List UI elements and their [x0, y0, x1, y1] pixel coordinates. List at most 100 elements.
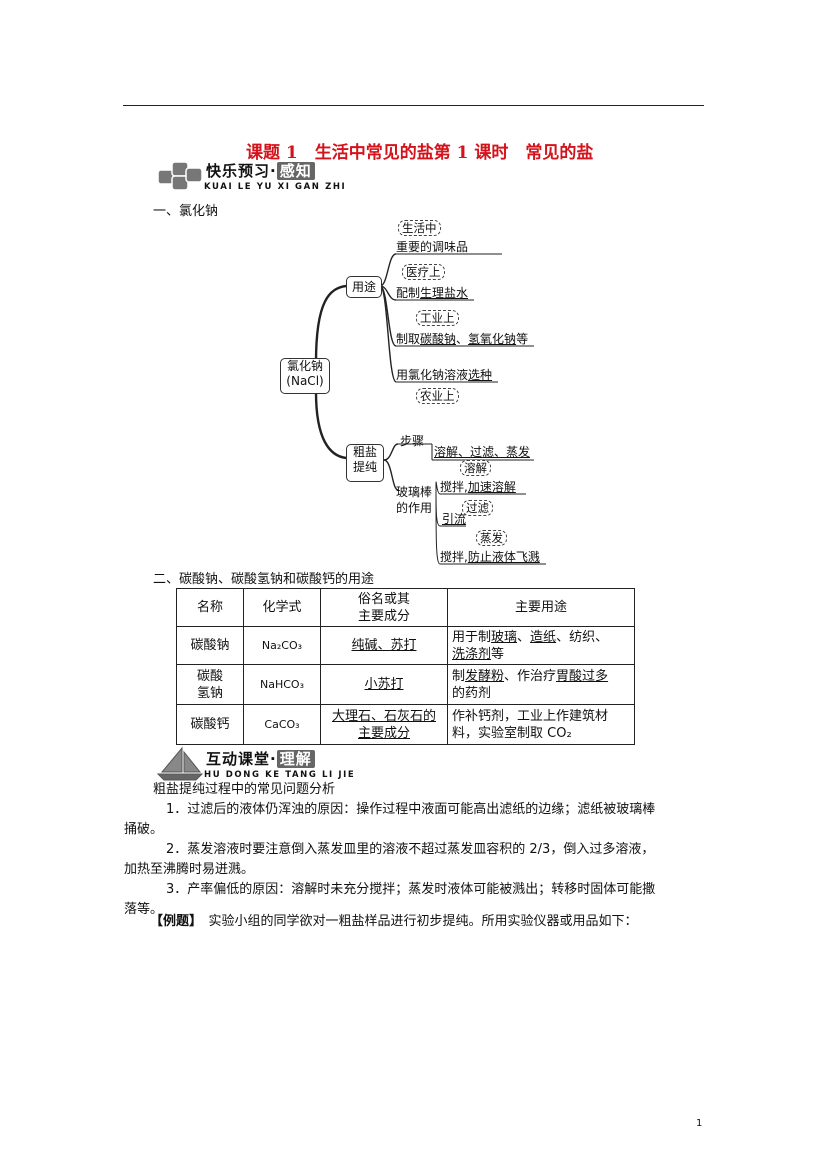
example: 【例题】 实验小组的同学欲对一粗盐样品进行初步提纯。所用实验仪器或用品如下： — [150, 912, 638, 932]
example-text: 实验小组的同学欲对一粗盐样品进行初步提纯。所用实验仪器或用品如下： — [208, 914, 638, 929]
rod-dissolve-answer: 加速溶解 — [467, 480, 516, 494]
carbonates-table: 名称 化学式 俗名或其 主要成分 主要用途 碳酸钠 Na₂CO₃ 纯碱、苏打 用… — [176, 588, 635, 745]
banner-pinyin: HU DONG KE TANG LI JIE — [204, 770, 356, 780]
puzzle-icon — [157, 161, 203, 191]
purify-label-2: 提纯 — [352, 460, 377, 474]
rod-evaporate-pre: 搅拌, — [440, 550, 468, 564]
rod-evaporate-answer: 防止液体飞溅 — [467, 550, 540, 564]
use-answer: 发酵粉 — [465, 668, 505, 684]
rod-label-1: 玻璃棒 — [396, 485, 433, 499]
tag-filter: 过滤 — [462, 500, 493, 516]
use-answer: 洗涤剂 — [452, 646, 492, 662]
point-1-line-2: 捅破。 — [124, 822, 164, 837]
use-text: 作补钙剂，工业上作建筑材 — [452, 708, 609, 724]
use-answer: 造纸 — [530, 629, 557, 645]
page-title: 课题 1 生活中常见的盐第 1 课时 常见的盐 — [246, 143, 594, 163]
root-label-2: (NaCl) — [286, 374, 324, 388]
use-text: 、纺织、 — [556, 629, 609, 645]
tag-dissolve: 溶解 — [460, 460, 491, 476]
rod-dissolve-pre: 搅拌, — [440, 480, 468, 494]
use-seed-pre: 用氯化钠溶液 — [396, 368, 469, 382]
page-number: 1 — [696, 1118, 703, 1129]
header-formula: 化学式 — [243, 588, 321, 627]
header-common-1: 俗名或其 — [357, 591, 410, 607]
use-text: 的药剂 — [452, 685, 492, 701]
purify-label-1: 粗盐 — [352, 445, 377, 459]
analysis-title: 粗盐提纯过程中的常见问题分析 — [153, 782, 336, 797]
use-industry-sep: 、 — [456, 332, 469, 346]
cell-formula: CaCO₃ — [243, 704, 321, 745]
use-industry: 制取碳酸钠、氢氧化钠等 — [396, 330, 528, 347]
tag-daily-life: 生活中 — [398, 220, 441, 236]
rod-label-2: 的作用 — [396, 501, 433, 515]
banner-pinyin: KUAI LE YU XI GAN ZHI — [204, 182, 347, 192]
cell-name-1: 碳酸 — [196, 668, 223, 684]
cell-name: 碳酸钙 — [176, 704, 244, 745]
tag-industry: 工业上 — [416, 310, 459, 326]
use-seasoning: 重要的调味品 — [396, 240, 469, 254]
cell-name: 碳酸 氢钠 — [176, 664, 244, 705]
point-1-line-1: 1．过滤后的液体仍浑浊的原因：操作过程中液面可能高出滤纸的边缘；滤纸被玻璃棒 — [166, 802, 656, 817]
tag-evaporate: 蒸发 — [476, 530, 507, 546]
steps-answer: 溶解、过滤、蒸发 — [434, 445, 531, 459]
use-text: 料，实验室制取 CO₂ — [452, 725, 572, 741]
use-text: 用于制 — [452, 629, 492, 645]
use-text: 制 — [452, 668, 466, 684]
section-heading-carbonates: 二、碳酸钠、碳酸氢钠和碳酸钙的用途 — [153, 572, 375, 587]
cell-common-1: 大理石、石灰石的 — [331, 708, 436, 724]
point-3-line-1: 3．产率偏低的原因：溶解时未充分搅拌；蒸发时液体可能被溅出；转移时固体可能撒 — [166, 882, 656, 897]
rod-filter-answer: 引流 — [442, 512, 467, 526]
use-text: 、作治疗 — [504, 668, 557, 684]
table-row: 碳酸 氢钠 NaHCO₃ 小苏打 制发酵粉、作治疗胃酸过多的药剂 — [176, 664, 635, 705]
use-answer: 玻璃 — [491, 629, 518, 645]
tag-medical: 医疗上 — [402, 264, 445, 280]
point-2-line-1: 2．蒸发溶液时要注意倒入蒸发皿里的溶液不超过蒸发皿容积的 2/3，倒入过多溶液， — [166, 842, 655, 857]
use-industry-answer-2: 氢氧化钠 — [468, 332, 517, 346]
use-text: 、 — [517, 629, 531, 645]
cell-formula: NaHCO₃ — [243, 664, 321, 705]
use-industry-pre: 制取 — [396, 332, 421, 346]
use-saline-pre: 配制 — [396, 286, 421, 300]
point-2-line-2: 加热至沸腾时易迸溅。 — [124, 862, 255, 877]
cell-common: 纯碱、苏打 — [320, 626, 448, 665]
header-rule — [123, 105, 704, 106]
cell-common: 大理石、石灰石的 主要成分 — [320, 704, 448, 745]
rod-dissolve: 搅拌,加速溶解 — [440, 478, 516, 495]
tag-agriculture: 农业上 — [416, 388, 459, 404]
header-common-2: 主要成分 — [357, 608, 410, 624]
cell-use: 作补钙剂，工业上作建筑材 料，实验室制取 CO₂ — [447, 704, 635, 745]
header-common-name: 俗名或其 主要成分 — [320, 588, 448, 627]
mindmap-root-node: 氯化钠 (NaCl) — [280, 358, 330, 394]
cell-formula: Na₂CO₃ — [243, 626, 321, 665]
root-label-1: 氯化钠 — [286, 359, 323, 373]
node-purify: 粗盐 提纯 — [346, 444, 384, 482]
header-name: 名称 — [176, 588, 244, 627]
table-row: 碳酸钙 CaCO₃ 大理石、石灰石的 主要成分 作补钙剂，工业上作建筑材 料，实… — [176, 704, 635, 745]
point-3-line-2: 落等。 — [124, 902, 164, 917]
banner-tag: 感知 — [276, 162, 315, 180]
node-use: 用途 — [346, 276, 382, 298]
steps-label: 步骤 — [400, 434, 425, 448]
banner-main-text: 快乐预习 — [206, 162, 271, 180]
use-industry-post: 等 — [516, 332, 529, 346]
cell-common-2: 主要成分 — [357, 725, 410, 741]
use-text: 等 — [491, 646, 505, 662]
use-industry-answer-1: 碳酸钠 — [420, 332, 457, 346]
cell-name: 碳酸钠 — [176, 626, 244, 665]
use-saline: 配制生理盐水 — [396, 284, 468, 301]
use-answer: 胃酸过多 — [556, 668, 609, 684]
use-seed-selection: 用氯化钠溶液选种 — [396, 366, 492, 383]
cell-common: 小苏打 — [320, 664, 448, 705]
table-header-row: 名称 化学式 俗名或其 主要成分 主要用途 — [176, 588, 635, 627]
sailboat-icon — [156, 746, 204, 781]
banner-tag: 理解 — [276, 750, 315, 768]
section-heading-nacl: 一、氯化钠 — [153, 204, 219, 219]
use-seed-answer: 选种 — [468, 368, 493, 382]
cell-use: 用于制玻璃、造纸、纺织、洗涤剂等 — [447, 626, 635, 665]
banner-main-text: 互动课堂 — [206, 750, 271, 768]
rod-evaporate: 搅拌,防止液体飞溅 — [440, 548, 540, 565]
header-uses: 主要用途 — [447, 588, 635, 627]
example-label: 【例题】 — [150, 914, 196, 929]
rod-label: 玻璃棒 的作用 — [396, 484, 432, 516]
